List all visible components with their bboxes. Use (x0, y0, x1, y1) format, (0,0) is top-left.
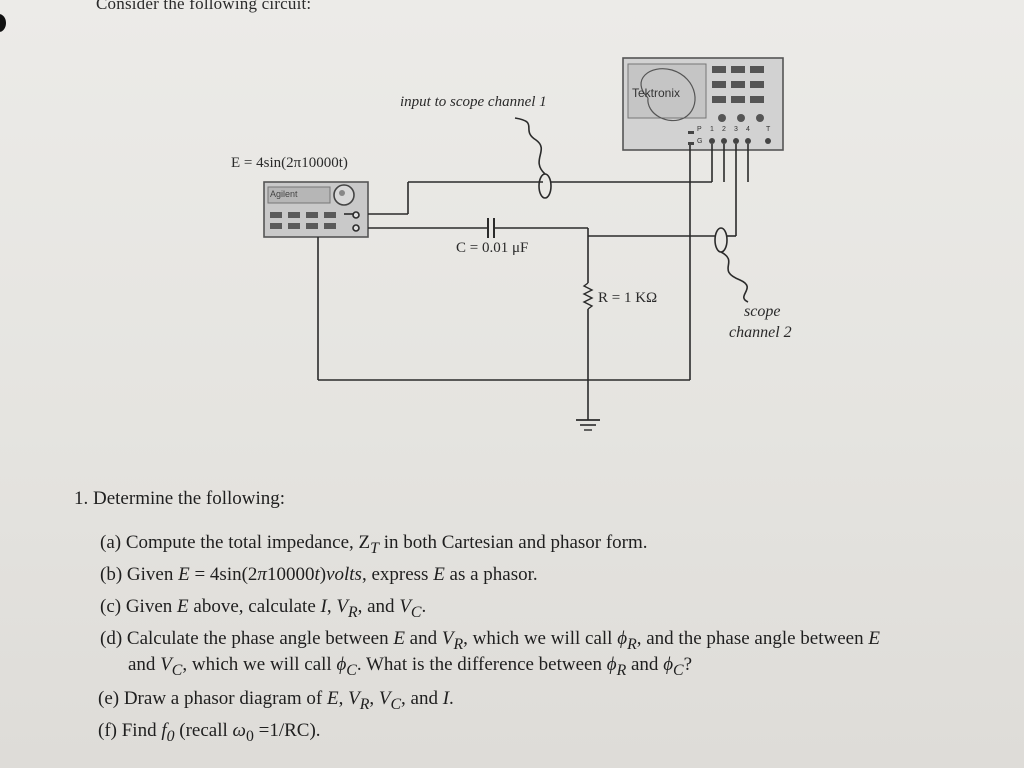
question-d-end: ? (683, 654, 693, 675)
scope-terminal-t: T (766, 126, 771, 133)
question-c: (c) Given E above, calculate I, VR, and … (100, 596, 426, 622)
question-d-phi: ϕ (617, 628, 628, 649)
question-d-phi3: ϕ (606, 654, 617, 675)
question-c-i: I (320, 596, 327, 617)
question-e-vr-sub: R (359, 695, 370, 713)
scope-terminal-1: 1 (710, 126, 714, 133)
question-c-vc-sub: C (410, 603, 422, 621)
question-d-line2-pre: and (128, 654, 161, 675)
question-a-text: (a) Compute the total impedance, Z (100, 532, 371, 553)
question-b-pre: (b) Given (100, 564, 179, 585)
question-e-sep2: , (369, 688, 379, 709)
question-b-num: 10000 (266, 564, 315, 585)
question-c-end: . (421, 596, 427, 617)
question-d-vc-sub: C (171, 661, 183, 679)
question-f-end: =1/RC). (253, 720, 321, 741)
question-a-rest: in both Cartesian and phasor form. (378, 532, 648, 553)
question-a: (a) Compute the total impedance, ZT in b… (100, 532, 648, 558)
question-d-line2-mid: , which we will call (182, 654, 337, 675)
question-e-and: , and (401, 688, 443, 709)
question-c-var: E (177, 596, 189, 617)
question-e-vc-sub: C (390, 695, 402, 713)
question-d-and: and (404, 628, 442, 649)
capacitor-label: C = 0.01 μF (456, 240, 529, 256)
resistor-label: R = 1 KΩ (598, 290, 658, 306)
question-d-line1: (d) Calculate the phase angle between E … (100, 628, 880, 654)
question-b-post: , express (361, 564, 434, 585)
page-heading: Consider the following circuit: (96, 0, 312, 13)
question-d-line2: and VC, which we will call ϕC. What is t… (128, 654, 692, 680)
question-f: (f) Find f0 (recall ω0 =1/RC). (98, 720, 321, 746)
scope-channel2-label-line1: scope (744, 303, 781, 320)
question-c-post: above, calculate (188, 596, 321, 617)
question-d-e2: E (868, 628, 880, 649)
question-e-vr: V (348, 688, 360, 709)
question-b-mid: = 4sin(2 (189, 564, 258, 585)
question-d-pre: (d) Calculate the phase angle between (100, 628, 394, 649)
question-e-sep1: , (338, 688, 349, 709)
question-e-end: . (449, 688, 454, 709)
question-f-mid: (recall (174, 720, 233, 741)
page-edge-shadow (0, 14, 6, 32)
scope-channel2-label-line2: channel 2 (729, 324, 792, 341)
question-b: (b) Given E = 4sin(2π10000t)volts, expre… (100, 564, 538, 586)
question-e-e: E (326, 688, 339, 709)
question-b-t: t (314, 564, 320, 585)
scope-terminal-3: 3 (734, 126, 738, 133)
generator-brand-label: Agilent (270, 189, 298, 199)
scope-terminal-2: 2 (722, 126, 726, 133)
question-c-vr-sub: R (347, 603, 358, 621)
circuit-diagram (263, 57, 784, 431)
question-c-pre: (c) Given (100, 596, 178, 617)
questions-title: 1. Determine the following: (74, 488, 286, 509)
question-d-vr-sub: R (453, 635, 464, 653)
scope-terminal-g: G (697, 138, 703, 145)
question-e: (e) Draw a phasor diagram of E, VR, VC, … (98, 688, 454, 714)
question-b-var2: E (433, 564, 445, 585)
question-f-f-sub: 0 (166, 727, 175, 745)
scope-terminal-4: 4 (746, 126, 750, 133)
question-f-w: ω (232, 720, 246, 741)
question-e-pre: (e) Draw a phasor diagram of (98, 688, 327, 709)
question-c-vr: V (336, 596, 348, 617)
question-a-sub: T (370, 539, 379, 557)
question-d-and2: and (626, 654, 664, 675)
scope-brand-label: Tektronix (632, 86, 681, 100)
question-d-phi-c-sub: C (346, 661, 357, 679)
scope-terminal-p: P (697, 126, 702, 133)
question-f-f: f (161, 720, 167, 741)
question-d-phi4-sub: C (673, 661, 684, 679)
question-d-phi4: ϕ (663, 654, 674, 675)
question-d-vr: V (441, 628, 454, 649)
question-b-end: as a phasor. (444, 564, 538, 585)
question-d-phi3-sub: R (616, 661, 627, 679)
question-d-vc: V (160, 654, 172, 675)
question-e-vc: V (378, 688, 391, 709)
question-b-volts: volts (326, 564, 362, 585)
question-c-vc: V (399, 596, 411, 617)
question-d-mid: , which we will call (463, 628, 618, 649)
question-b-pi: π (257, 564, 267, 585)
question-f-w-sub: 0 (245, 727, 254, 745)
question-c-sep1: , (326, 596, 337, 617)
scope-input-label: input to scope channel 1 (400, 94, 547, 110)
question-d-line2-q: . What is the difference between (356, 654, 607, 675)
source-equation-label: E = 4sin(2π10000t) (231, 155, 348, 171)
question-c-and: , and (357, 596, 400, 617)
question-d-phi2: ϕ (336, 654, 347, 675)
question-d-e: E (393, 628, 405, 649)
question-d-phi-r-sub: R (627, 635, 637, 653)
question-d-line1-end: , and the phase angle between (636, 628, 869, 649)
question-f-pre: (f) Find (98, 720, 162, 741)
question-e-i: I (442, 688, 450, 709)
question-b-close: ) (319, 564, 327, 585)
question-b-var: E (178, 564, 190, 585)
